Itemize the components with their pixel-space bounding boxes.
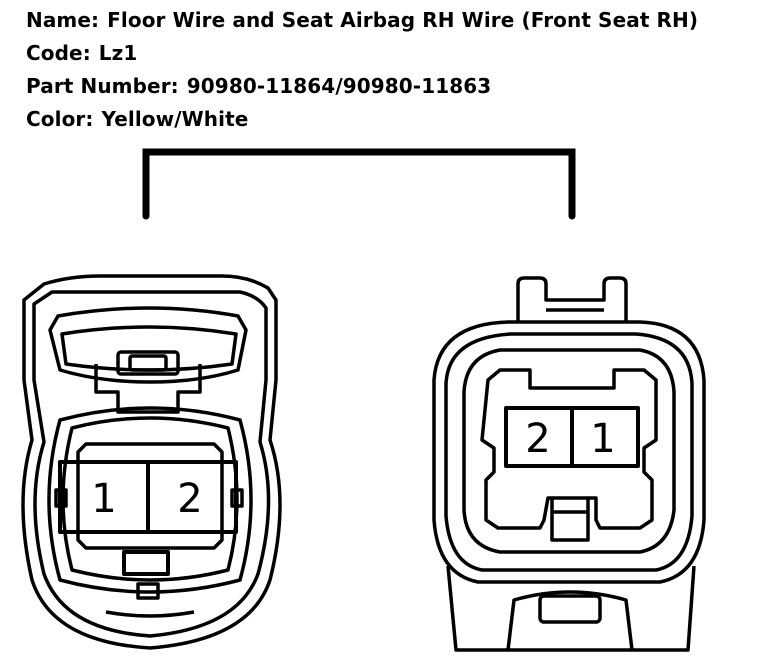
- color-row: Color: Yellow/White: [26, 103, 698, 136]
- part-number-value: 90980-11864/90980-11863: [186, 74, 492, 98]
- right-housing: [480, 368, 658, 530]
- right-bottom-lock: [506, 590, 634, 651]
- connection-line: [142, 148, 576, 220]
- connector-info: Name: Floor Wire and Seat Airbag RH Wire …: [26, 4, 698, 136]
- right-bottom-latch: [538, 594, 602, 624]
- color-label: Color:: [26, 107, 94, 131]
- name-label: Name:: [26, 8, 100, 32]
- left-connector-body-inner: [32, 290, 271, 638]
- left-pin-2-label: 2: [177, 476, 202, 522]
- right-connector-body: [432, 320, 706, 584]
- right-connector-body-inner: [444, 332, 694, 572]
- left-cavity-frame: [76, 442, 224, 550]
- left-mating-ring: [61, 416, 239, 582]
- left-latch-stem: [94, 364, 202, 414]
- right-pin-1-label: 1: [590, 416, 615, 462]
- left-latch: [116, 350, 180, 376]
- left-bottom-key-small: [136, 582, 160, 600]
- part-number-row: Part Number: 90980-11864/90980-11863: [26, 70, 698, 103]
- right-connector: [432, 276, 706, 652]
- right-pin-1-cavity: [570, 406, 640, 468]
- left-connector-body: [21, 274, 282, 650]
- right-mating-ring: [462, 348, 676, 554]
- left-bottom-key: [122, 550, 170, 576]
- left-notch-right: [230, 488, 244, 508]
- color-value: Yellow/White: [101, 107, 249, 131]
- left-mating-ring-outer: [47, 406, 253, 594]
- left-pin-1-label: 1: [91, 476, 116, 522]
- left-notch-left: [54, 488, 68, 508]
- name-row: Name: Floor Wire and Seat Airbag RH Wire …: [26, 4, 698, 37]
- part-number-label: Part Number:: [26, 74, 179, 98]
- right-center-key: [550, 498, 590, 542]
- left-connector: [21, 274, 282, 650]
- right-lock-tab: [516, 276, 628, 322]
- left-bottom-rib: [105, 610, 195, 618]
- right-pin-2-label: 2: [525, 416, 550, 462]
- code-row: Code: Lz1: [26, 37, 698, 70]
- name-value: Floor Wire and Seat Airbag RH Wire (Fron…: [107, 8, 699, 32]
- left-lock-tab-inner: [60, 325, 238, 372]
- left-lock-tab: [48, 306, 248, 384]
- code-label: Code:: [26, 41, 91, 65]
- left-pin-2-cavity: [146, 460, 238, 534]
- left-latch-inner: [128, 354, 168, 372]
- code-value: Lz1: [98, 41, 138, 65]
- right-bottom-skirt: [446, 565, 696, 652]
